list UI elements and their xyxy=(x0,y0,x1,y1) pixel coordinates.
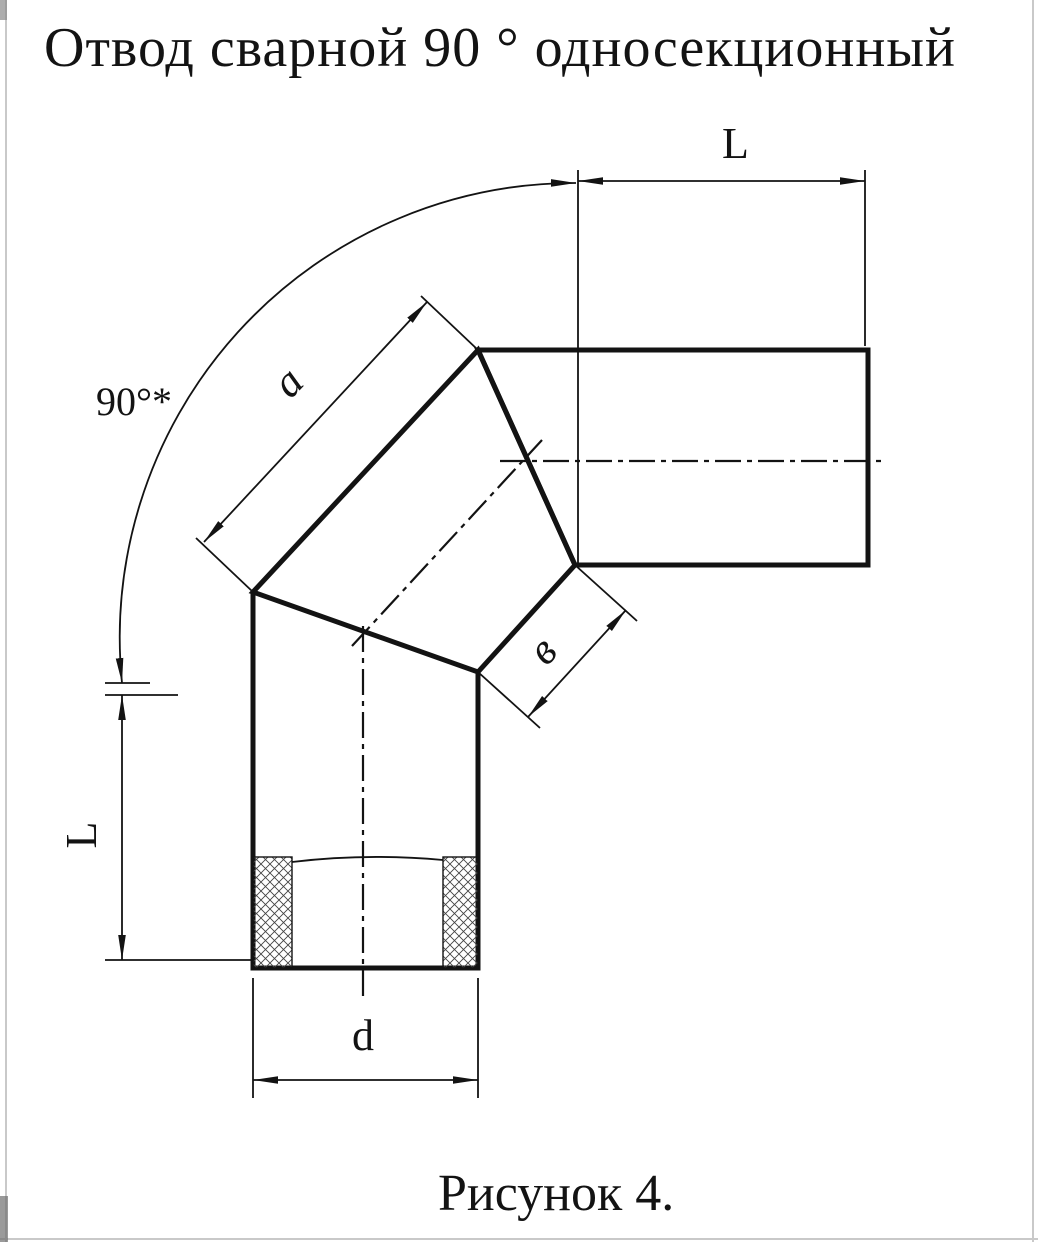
dimension-left-L: L xyxy=(57,694,253,961)
figure-caption: Рисунок 4. xyxy=(438,1165,675,1222)
centerlines xyxy=(351,439,882,998)
socket-wall-hatch-right xyxy=(442,856,479,969)
dimension-line xyxy=(527,609,627,718)
dim-label-L-left: L xyxy=(57,822,106,849)
dim-label-a: a xyxy=(262,357,313,407)
socket-wall-hatch-left xyxy=(252,856,293,969)
dimension-d: d xyxy=(252,978,479,1098)
centerline-middle-section xyxy=(351,439,543,647)
dimension-angle-90: 90°* xyxy=(96,179,577,684)
horizontal-pipe xyxy=(474,347,871,568)
dim-label-d: d xyxy=(352,1011,374,1060)
dim-label-b: в xyxy=(518,627,567,674)
socket-section xyxy=(252,856,479,969)
angle-label: 90°* xyxy=(96,379,172,424)
extension-line xyxy=(195,537,254,593)
extension-line xyxy=(574,564,638,622)
extension-line xyxy=(477,671,541,729)
extension-line xyxy=(420,295,479,351)
dim-label-L-top: L xyxy=(722,119,749,168)
scan-smudge-bottom-left xyxy=(0,1196,8,1242)
drawing-title: Отвод сварной 90 ° односекционный xyxy=(44,17,956,79)
scan-smudge-top-left xyxy=(0,0,7,20)
dimension-line xyxy=(203,301,428,543)
angle-arc xyxy=(115,179,577,684)
socket-inner-edge xyxy=(291,856,444,863)
dimension-top-L: L xyxy=(577,119,866,563)
vertical-pipe xyxy=(250,592,481,971)
dimension-a: a xyxy=(195,295,479,593)
